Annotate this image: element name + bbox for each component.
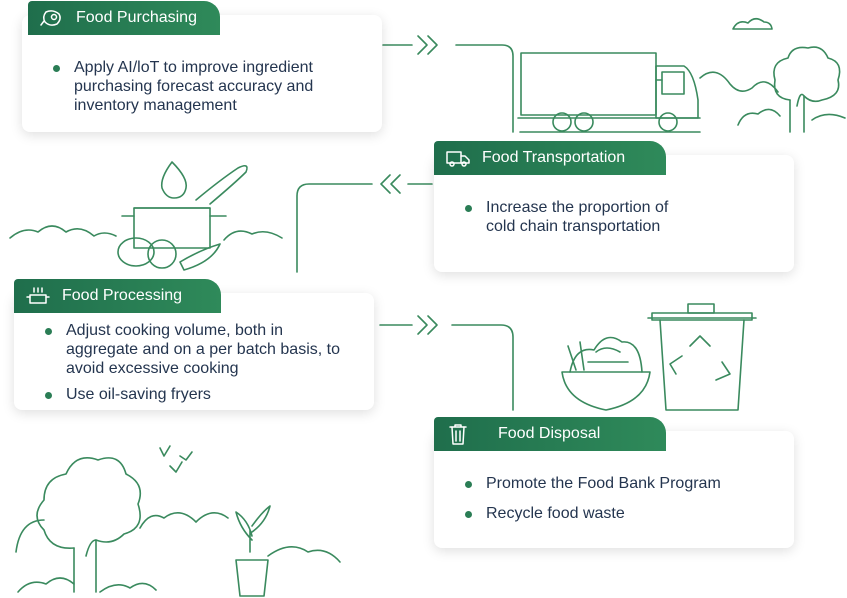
processing-list: Adjust cooking volume, both in aggregate… [44,321,344,411]
list-item: Promote the Food Bank Program [464,474,774,493]
header-food-purchasing: Food Purchasing [28,1,220,35]
connector-arrow-left-2 [296,174,433,273]
list-item: Increase the proportion of cold chain tr… [464,198,694,236]
header-food-disposal: Food Disposal [434,417,666,451]
disposal-list: Promote the Food Bank Program Recycle fo… [464,474,774,530]
list-item: Recycle food waste [464,504,774,523]
header-title: Food Transportation [482,149,626,166]
list-item: Use oil-saving fryers [44,385,344,404]
connector-arrow-right-3 [379,315,514,411]
tree-illustration-top-right [732,17,846,133]
transportation-list: Increase the proportion of cold chain tr… [464,198,694,243]
header-food-processing: Food Processing [14,279,221,313]
truck-illustration [517,52,779,133]
truck-icon [446,146,476,170]
header-food-transportation: Food Transportation [434,141,666,175]
pot-illustration [9,161,283,271]
header-title: Food Purchasing [76,9,197,26]
meat-icon [40,6,70,30]
list-item: Adjust cooking volume, both in aggregate… [44,321,344,378]
header-title: Food Processing [62,287,183,304]
waste-illustration [561,303,757,411]
connector-arrow-right-1 [382,35,514,133]
header-title: Food Disposal [498,425,601,442]
purchasing-list: Apply AI/loT to improve ingredient purch… [52,58,352,122]
tree-illustration-bottom-left [15,445,341,597]
cooking-pot-icon [26,284,56,308]
trash-bin-icon [446,422,476,446]
list-item: Apply AI/loT to improve ingredient purch… [52,58,352,115]
